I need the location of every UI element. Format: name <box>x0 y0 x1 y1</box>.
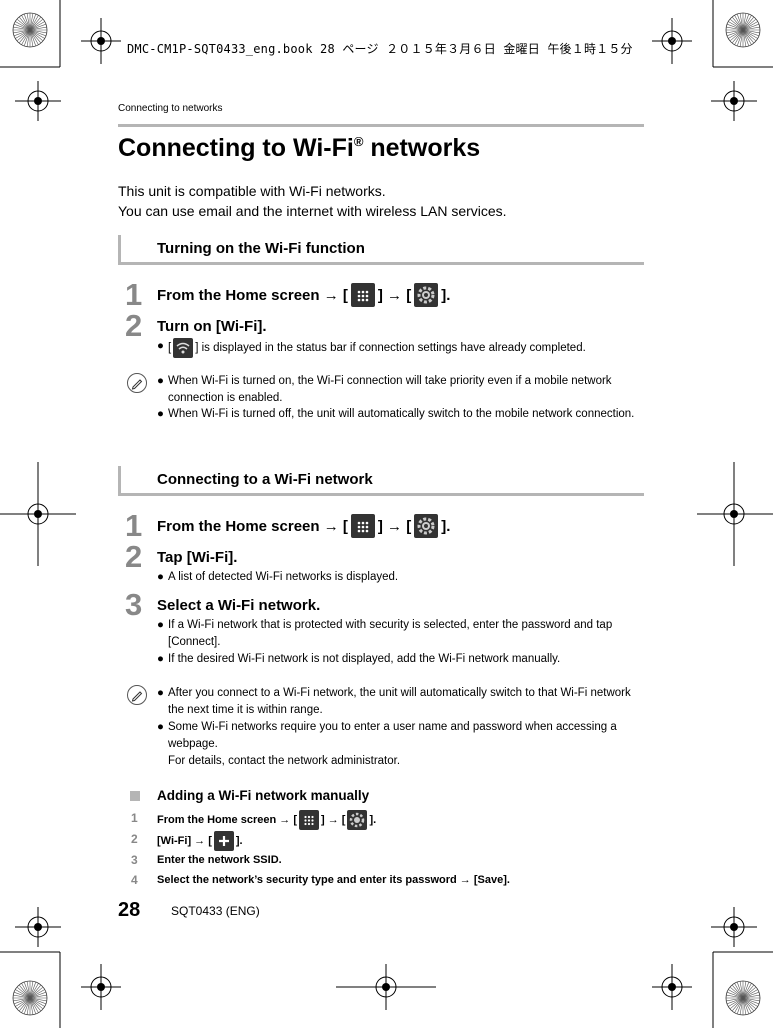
note-item: ●When Wi-Fi is turned off, the unit will… <box>157 408 635 420</box>
page-number: 28 <box>118 899 141 921</box>
page-title: Connecting to Wi-Fi® networks <box>118 134 481 162</box>
step-instruction: From the Home screen → [ ] → [ ]. <box>157 283 450 307</box>
substep-instruction: [Wi-Fi] → [ ]. <box>157 831 243 851</box>
note-item: ●Some Wi-Fi networks require you to ente… <box>157 721 617 750</box>
step-instruction: Turn on [Wi-Fi]. <box>157 318 267 335</box>
apps-icon <box>298 810 319 830</box>
subheading-marker <box>130 791 140 801</box>
substep-instruction: From the Home screen → [ ] → [ ]. <box>157 810 376 830</box>
apps-icon <box>350 514 375 538</box>
bullet-item: ●If the desired Wi-Fi network is not dis… <box>157 653 561 665</box>
step-instruction: Select a Wi-Fi network. <box>157 597 321 614</box>
running-head: Connecting to networks <box>118 103 223 114</box>
bullet-item: ●If a Wi-Fi network that is protected wi… <box>157 619 613 648</box>
header-rule <box>118 124 644 127</box>
intro-line: You can use email and the internet with … <box>118 203 507 219</box>
bullet-item: ● [] is displayed in the status bar if c… <box>157 338 643 358</box>
step-instruction: Tap [Wi-Fi]. <box>157 549 238 566</box>
add-plus-icon <box>213 831 234 851</box>
substep-number: 2 <box>131 832 138 846</box>
wifi-status-icon <box>173 338 194 358</box>
note-pencil-icon <box>127 373 147 393</box>
substep-instruction: Enter the network SSID. <box>157 854 282 866</box>
substep-instruction: Select the network’s security type and e… <box>157 874 510 886</box>
intro-text: This unit is compatible with Wi-Fi netwo… <box>118 181 507 221</box>
step-number: 1 <box>125 508 143 543</box>
subheading-manual: Adding a Wi-Fi network manually <box>157 788 370 803</box>
bullet-item: ●A list of detected Wi-Fi networks is di… <box>157 571 399 583</box>
note-item: For details, contact the network adminis… <box>168 755 401 767</box>
step-number: 1 <box>125 277 143 312</box>
step-instruction: From the Home screen → [ ] → [ ]. <box>157 514 450 538</box>
substep-number: 4 <box>131 873 138 887</box>
settings-gear-icon <box>414 283 439 307</box>
settings-gear-icon <box>347 810 368 830</box>
intro-line: This unit is compatible with Wi-Fi netwo… <box>118 183 386 199</box>
step-number: 2 <box>125 308 143 343</box>
settings-gear-icon <box>414 514 439 538</box>
note-item: ●After you connect to a Wi-Fi network, t… <box>157 687 631 716</box>
print-header: DMC-CM1P-SQT0433_eng.book 28 ページ ２０１５年３月… <box>127 42 633 56</box>
apps-icon <box>350 283 375 307</box>
substep-number: 3 <box>131 853 138 867</box>
substep-number: 1 <box>131 811 138 825</box>
footer-code: SQT0433 (ENG) <box>171 904 260 918</box>
note-pencil-icon <box>127 685 147 705</box>
note-item: ●When Wi-Fi is turned on, the Wi-Fi conn… <box>157 375 612 404</box>
section-heading-wifi-on: Turning on the Wi-Fi function <box>118 235 644 265</box>
step-number: 2 <box>125 539 143 574</box>
section-heading-connect-network: Connecting to a Wi-Fi network <box>118 466 644 496</box>
step-number: 3 <box>125 587 143 622</box>
